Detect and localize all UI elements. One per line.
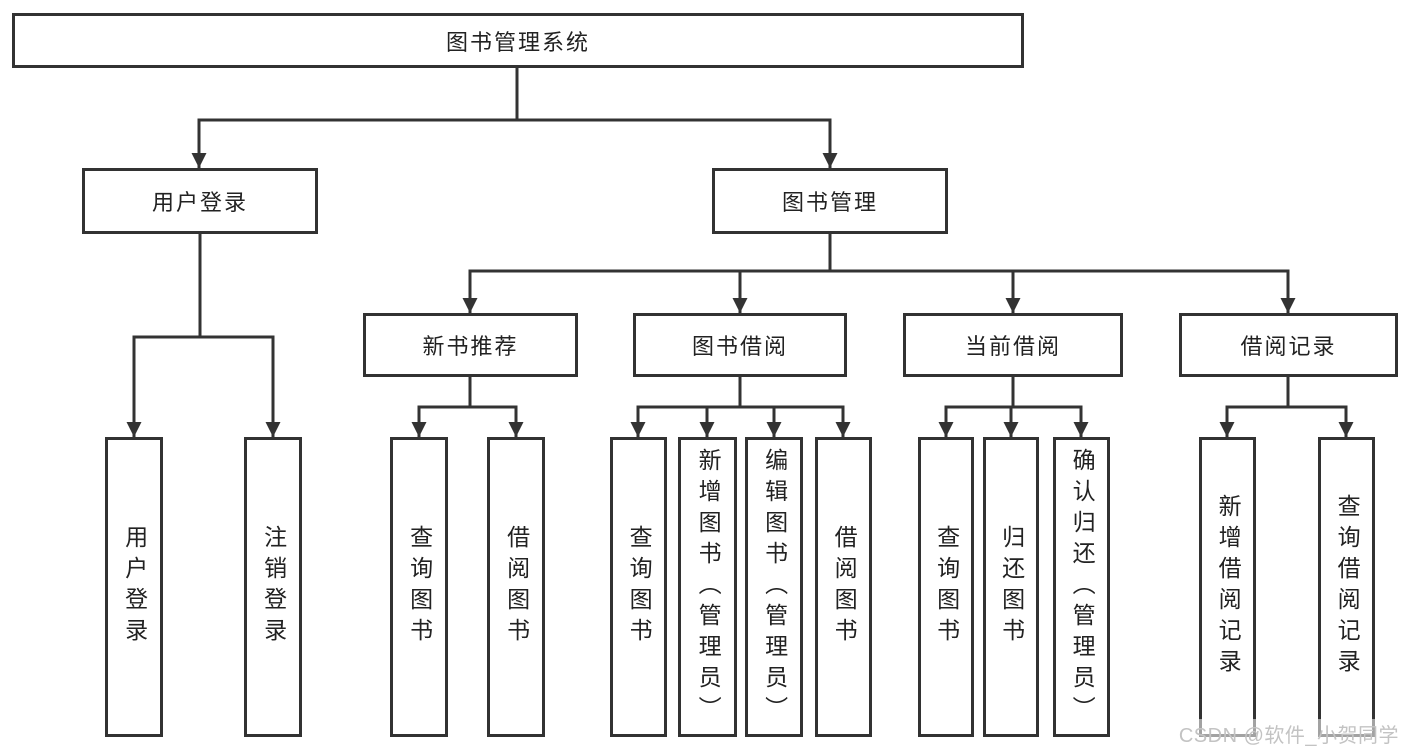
node-user-login: 用户登录 (82, 168, 318, 234)
leaf-query-books-recommend: 查询图书 (390, 437, 448, 737)
node-book-borrowing: 图书借阅 (633, 313, 847, 377)
leaf-query-books-current: 查询图书 (918, 437, 974, 737)
leaf-borrow-books-borrowing: 借阅图书 (815, 437, 872, 737)
connector-lines (126, 66, 1354, 439)
leaf-borrow-books-recommend: 借阅图书 (487, 437, 545, 737)
leaf-return-book: 归还图书 (983, 437, 1039, 737)
leaf-add-book-admin: 新增图书（管理员） (678, 437, 737, 737)
leaf-logout: 注销登录 (244, 437, 302, 737)
node-book-management: 图书管理 (712, 168, 948, 234)
node-borrowing-records: 借阅记录 (1179, 313, 1398, 377)
leaf-add-borrow-record: 新增借阅记录 (1199, 437, 1256, 737)
node-current-borrowing: 当前借阅 (903, 313, 1123, 377)
node-new-book-recommendation: 新书推荐 (363, 313, 578, 377)
leaf-confirm-return-admin: 确认归还（管理员） (1053, 437, 1110, 737)
node-library-management-system: 图书管理系统 (12, 13, 1024, 68)
leaf-query-books-borrowing: 查询图书 (610, 437, 667, 737)
leaf-user-login: 用户登录 (105, 437, 163, 737)
leaf-query-borrow-record: 查询借阅记录 (1318, 437, 1375, 737)
csdn-watermark: CSDN @软件_小贺同学 (1178, 719, 1399, 747)
leaf-edit-book-admin: 编辑图书（管理员） (745, 437, 803, 737)
